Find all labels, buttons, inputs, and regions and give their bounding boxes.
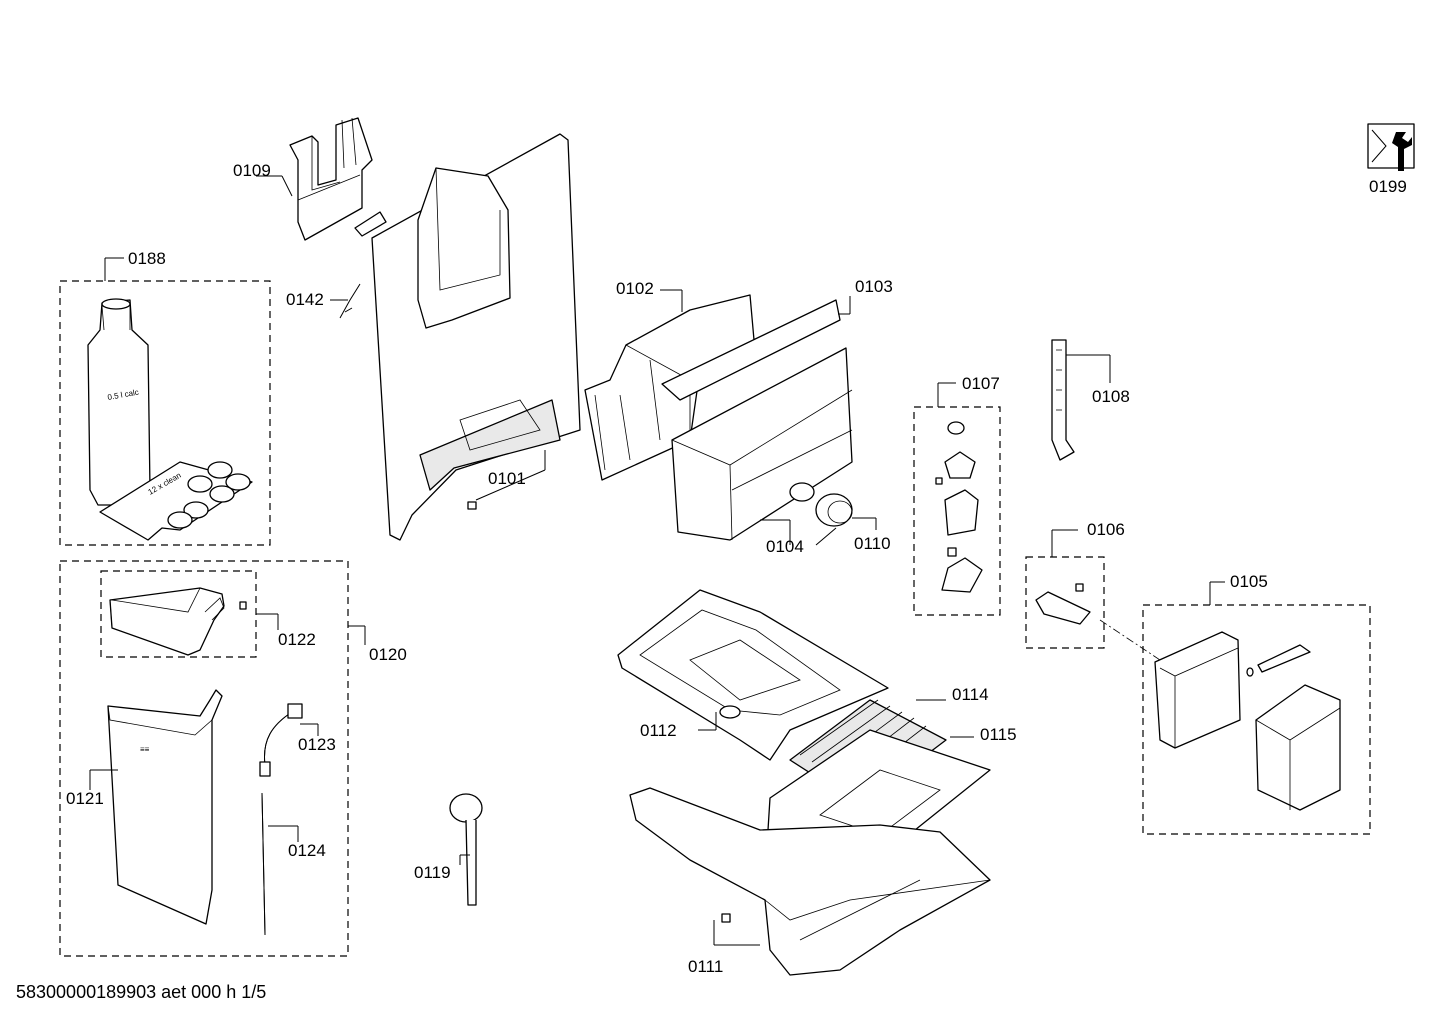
part-label-0119: 0119	[414, 863, 451, 882]
part-label-0111: 0111	[688, 957, 723, 976]
milk-container-lid	[109, 587, 225, 656]
group-box-0120	[59, 560, 349, 957]
descaler-bottle: 0.5 l calc	[87, 298, 151, 506]
control-module-0105	[1154, 631, 1341, 811]
part-label-0124: 0124	[288, 841, 326, 860]
housing-frame-0101	[354, 133, 581, 541]
valve-parts-0107	[935, 421, 983, 593]
part-label-0122: 0122	[278, 630, 316, 649]
level-sensor-rod-0108	[1051, 339, 1075, 461]
part-label-0120: 0120	[369, 645, 407, 664]
part-label-0121: 0121	[66, 789, 104, 808]
part-label-0142: 0142	[286, 290, 324, 309]
part-label-0104: 0104	[766, 537, 804, 556]
part-label-0103: 0103	[855, 277, 893, 296]
drip-tray-0111	[629, 787, 991, 976]
water-tank-lid-0103	[661, 299, 841, 401]
group-box-0188	[59, 280, 271, 546]
part-label-0101: 0101	[488, 469, 526, 488]
svg-text:≡≡: ≡≡	[140, 745, 150, 754]
milk-suction-tube	[261, 792, 266, 936]
service-wrench-icon	[1367, 123, 1415, 171]
sensor-clip-0106	[1035, 583, 1091, 625]
milk-tube-connector	[259, 703, 303, 777]
part-label-0107: 0107	[962, 374, 1000, 393]
bracket-holder-0109	[289, 117, 373, 241]
part-label-0199: 0199	[1369, 177, 1407, 196]
knob-0110	[815, 493, 853, 527]
part-label-0114: 0114	[952, 685, 989, 704]
group-box-0105	[1142, 604, 1371, 835]
part-label-0109: 0109	[233, 161, 271, 180]
part-label-0108: 0108	[1092, 387, 1130, 406]
screw-0101	[467, 501, 477, 510]
part-label-0105: 0105	[1230, 572, 1268, 591]
group-box-0106	[1025, 556, 1105, 649]
part-label-0188: 0188	[128, 249, 166, 268]
group-box-0107	[913, 406, 1001, 616]
part-label-0110: 0110	[854, 534, 891, 553]
milk-container: ≡≡	[107, 689, 223, 925]
part-label-0106: 0106	[1087, 520, 1125, 539]
part-label-0102: 0102	[616, 279, 654, 298]
part-label-0112: 0112	[640, 721, 677, 740]
document-id: 58300000189903 aet 000 h 1/5	[16, 982, 266, 1002]
water-tank-0104	[671, 347, 853, 541]
spring-0142	[339, 283, 361, 319]
measuring-spoon-0119	[449, 793, 483, 906]
part-label-0123: 0123	[298, 735, 336, 754]
part-label-0115: 0115	[980, 725, 1017, 744]
drip-tray-cover-0112	[617, 589, 889, 761]
